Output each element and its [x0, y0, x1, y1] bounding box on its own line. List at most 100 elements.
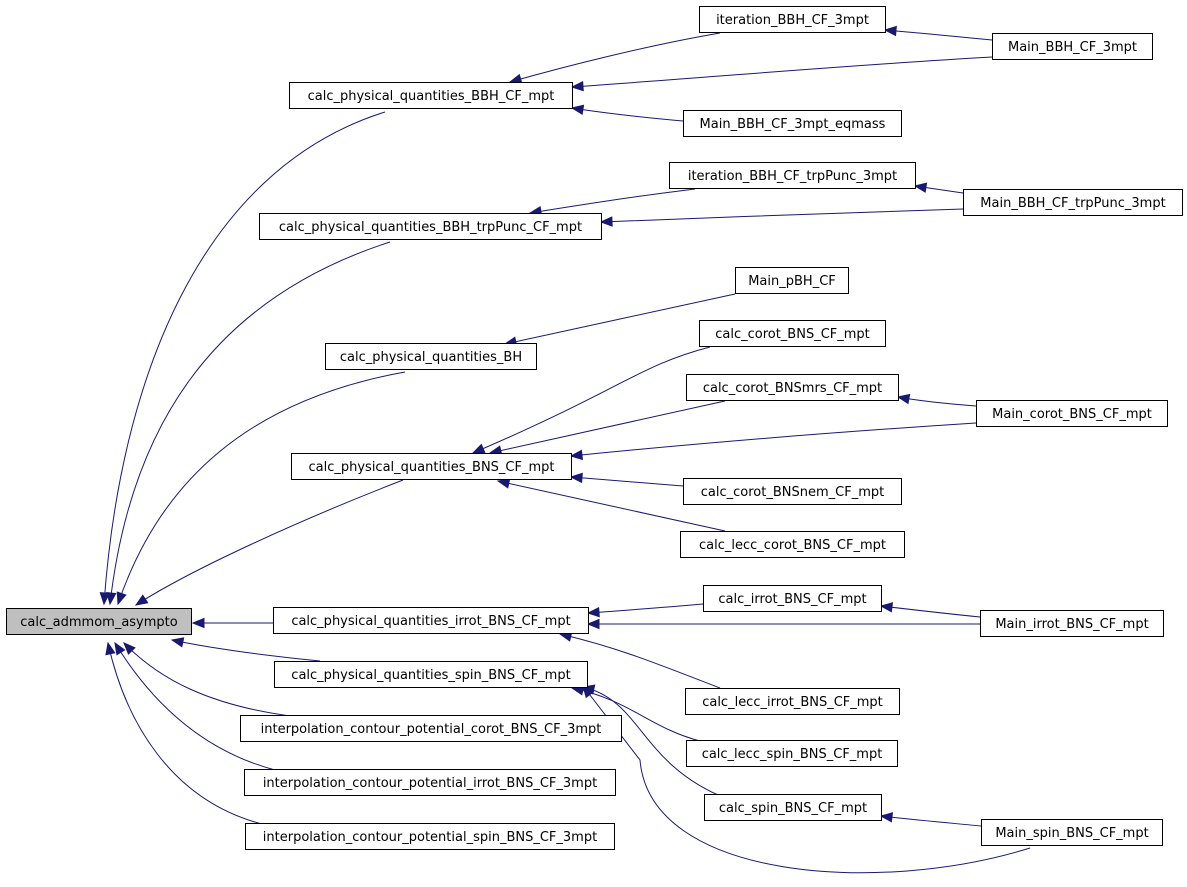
edges-layer — [99, 25, 1031, 874]
node-mpbh[interactable]: Main_pBH_CF — [735, 267, 849, 294]
node-label: calc_corot_BNSmrs_CF_mpt — [703, 381, 882, 396]
node-cirrot[interactable]: calc_irrot_BNS_CF_mpt — [703, 585, 882, 612]
node-mbbheq[interactable]: Main_BBH_CF_3mpt_eqmass — [683, 110, 902, 137]
node-cspin[interactable]: calc_spin_BNS_CF_mpt — [704, 794, 882, 821]
node-label: Main_BBH_CF_3mpt_eqmass — [700, 117, 886, 132]
node-cleccspin[interactable]: calc_lecc_spin_BNS_CF_mpt — [686, 740, 898, 767]
node-box — [686, 740, 898, 767]
node-label: iteration_BBH_CF_3mpt — [716, 13, 869, 28]
node-ccorot[interactable]: calc_corot_BNS_CF_mpt — [699, 320, 886, 347]
arrow-head-mbbh-to-itbbh — [883, 25, 897, 37]
edge-mcorot-to-bns — [570, 422, 977, 457]
node-box — [981, 819, 1163, 846]
arrow-head-mspin-to-cspin — [879, 812, 894, 823]
node-cnem[interactable]: calc_corot_BNSnem_CF_mpt — [683, 478, 902, 505]
node-label: Main_BBH_CF_3mpt — [1008, 40, 1137, 55]
node-mspin[interactable]: Main_spin_BNS_CF_mpt — [981, 819, 1163, 846]
edge-cnem-to-bns — [570, 476, 684, 487]
edge-mspin-to-spin — [582, 685, 1031, 874]
edge-ispin-to-root — [107, 642, 263, 825]
edge-mtrp-to-bbhtrp — [600, 208, 964, 223]
node-irrot[interactable]: calc_physical_quantities_irrot_BNS_CF_mp… — [273, 607, 589, 634]
node-box — [291, 453, 572, 480]
edge-mbbh-to-bbh — [571, 56, 993, 88]
arrow-head-mtrp-to-ittrp — [913, 182, 928, 193]
edge-bbhtrp-to-root — [109, 241, 391, 605]
node-root[interactable]: calc_admmom_asympto — [6, 608, 192, 635]
node-box — [699, 6, 886, 33]
node-bbh[interactable]: calc_physical_quantities_BBH_CF_mpt — [289, 82, 573, 109]
edge-mirrot-to-cirrot — [880, 605, 981, 618]
arrow-head-spin-to-root — [170, 637, 185, 648]
node-label: Main_corot_BNS_CF_mpt — [992, 407, 1152, 422]
arrow-head-bbhtrp-to-root — [106, 591, 117, 606]
node-clecccorot[interactable]: calc_lecc_corot_BNS_CF_mpt — [680, 531, 905, 558]
arrow-head-ccorot-to-bns — [471, 443, 486, 454]
node-bh[interactable]: calc_physical_quantities_BH — [325, 343, 537, 370]
arrow-head-mtrp-to-bbhtrp — [599, 216, 613, 227]
node-mirrot[interactable]: Main_irrot_BNS_CF_mpt — [980, 610, 1164, 637]
node-box — [992, 33, 1153, 60]
node-box — [289, 82, 573, 109]
edge-mpbh-to-bh — [504, 293, 736, 345]
node-iirrot[interactable]: interpolation_contour_potential_irrot_BN… — [244, 769, 616, 796]
node-box — [669, 162, 916, 189]
arrow-head-mbbheq-to-bbh — [570, 104, 585, 115]
node-label: interpolation_contour_potential_corot_BN… — [261, 722, 602, 737]
node-ittrp[interactable]: iteration_BBH_CF_trpPunc_3mpt — [669, 162, 916, 189]
node-bbhtrp[interactable]: calc_physical_quantities_BBH_trpPunc_CF_… — [259, 213, 602, 240]
node-box — [325, 343, 537, 370]
node-box — [6, 608, 192, 635]
edge-cspin-to-spin — [582, 686, 719, 796]
node-label: calc_irrot_BNS_CF_mpt — [718, 592, 866, 607]
node-itbbh[interactable]: iteration_BBH_CF_3mpt — [699, 6, 886, 33]
node-csmrs[interactable]: calc_corot_BNSmrs_CF_mpt — [686, 374, 899, 401]
arrow-head-clecccorot-to-bns — [496, 478, 511, 489]
node-label: calc_admmom_asympto — [20, 615, 177, 630]
node-label: calc_corot_BNSnem_CF_mpt — [701, 485, 884, 500]
node-mtrp[interactable]: Main_BBH_CF_trpPunc_3mpt — [963, 189, 1183, 216]
node-box — [244, 769, 616, 796]
node-icorot[interactable]: interpolation_contour_potential_corot_BN… — [240, 715, 622, 742]
node-cleccirrot[interactable]: calc_lecc_irrot_BNS_CF_mpt — [685, 688, 900, 715]
node-label: Main_irrot_BNS_CF_mpt — [995, 617, 1148, 632]
node-label: Main_BBH_CF_trpPunc_3mpt — [980, 196, 1165, 211]
arrow-head-cirrot-to-irrot — [586, 606, 600, 618]
arrow-head-mirrot-to-cirrot — [879, 602, 894, 613]
edge-ittrp-to-bbhtrp — [529, 188, 696, 214]
node-spin[interactable]: calc_physical_quantities_spin_BNS_CF_mpt — [274, 661, 588, 688]
node-ispin[interactable]: interpolation_contour_potential_spin_BNS… — [245, 823, 615, 850]
node-label: iteration_BBH_CF_trpPunc_3mpt — [688, 169, 897, 184]
node-box — [735, 267, 849, 294]
edge-bns-to-root — [135, 479, 404, 606]
node-box — [274, 661, 588, 688]
edge-csmrs-to-bns — [489, 400, 726, 454]
edge-itbbh-to-bbh — [509, 32, 721, 83]
arrow-head-irrot-to-root — [191, 617, 205, 629]
node-label: calc_lecc_irrot_BNS_CF_mpt — [702, 695, 883, 710]
node-label: calc_physical_quantities_BH — [340, 350, 522, 365]
node-mcorot[interactable]: Main_corot_BNS_CF_mpt — [976, 400, 1168, 427]
edge-iirrot-to-root — [114, 642, 276, 771]
arrow-head-cnem-to-bns — [569, 472, 583, 484]
node-label: calc_lecc_spin_BNS_CF_mpt — [702, 747, 883, 762]
arrow-head-bns-to-root — [134, 594, 149, 606]
node-box — [980, 610, 1164, 637]
node-label: calc_physical_quantities_spin_BNS_CF_mpt — [291, 668, 570, 683]
edge-bh-to-root — [117, 371, 406, 605]
arrow-head-iirrot-to-root — [114, 641, 126, 656]
node-mbbh[interactable]: Main_BBH_CF_3mpt — [992, 33, 1153, 60]
arrow-head-bbh-to-root — [99, 592, 111, 606]
node-box — [273, 607, 589, 634]
node-box — [963, 189, 1183, 216]
node-label: interpolation_contour_potential_irrot_BN… — [263, 776, 597, 791]
node-label: calc_physical_quantities_BBH_CF_mpt — [308, 89, 555, 104]
node-box — [703, 585, 882, 612]
edge-cleccirrot-to-irrot — [559, 633, 721, 689]
node-box — [680, 531, 905, 558]
arrow-head-icorot-to-root — [123, 642, 136, 655]
edge-clecccorot-to-bns — [497, 480, 726, 532]
node-bns[interactable]: calc_physical_quantities_BNS_CF_mpt — [291, 453, 572, 480]
node-box — [686, 374, 899, 401]
